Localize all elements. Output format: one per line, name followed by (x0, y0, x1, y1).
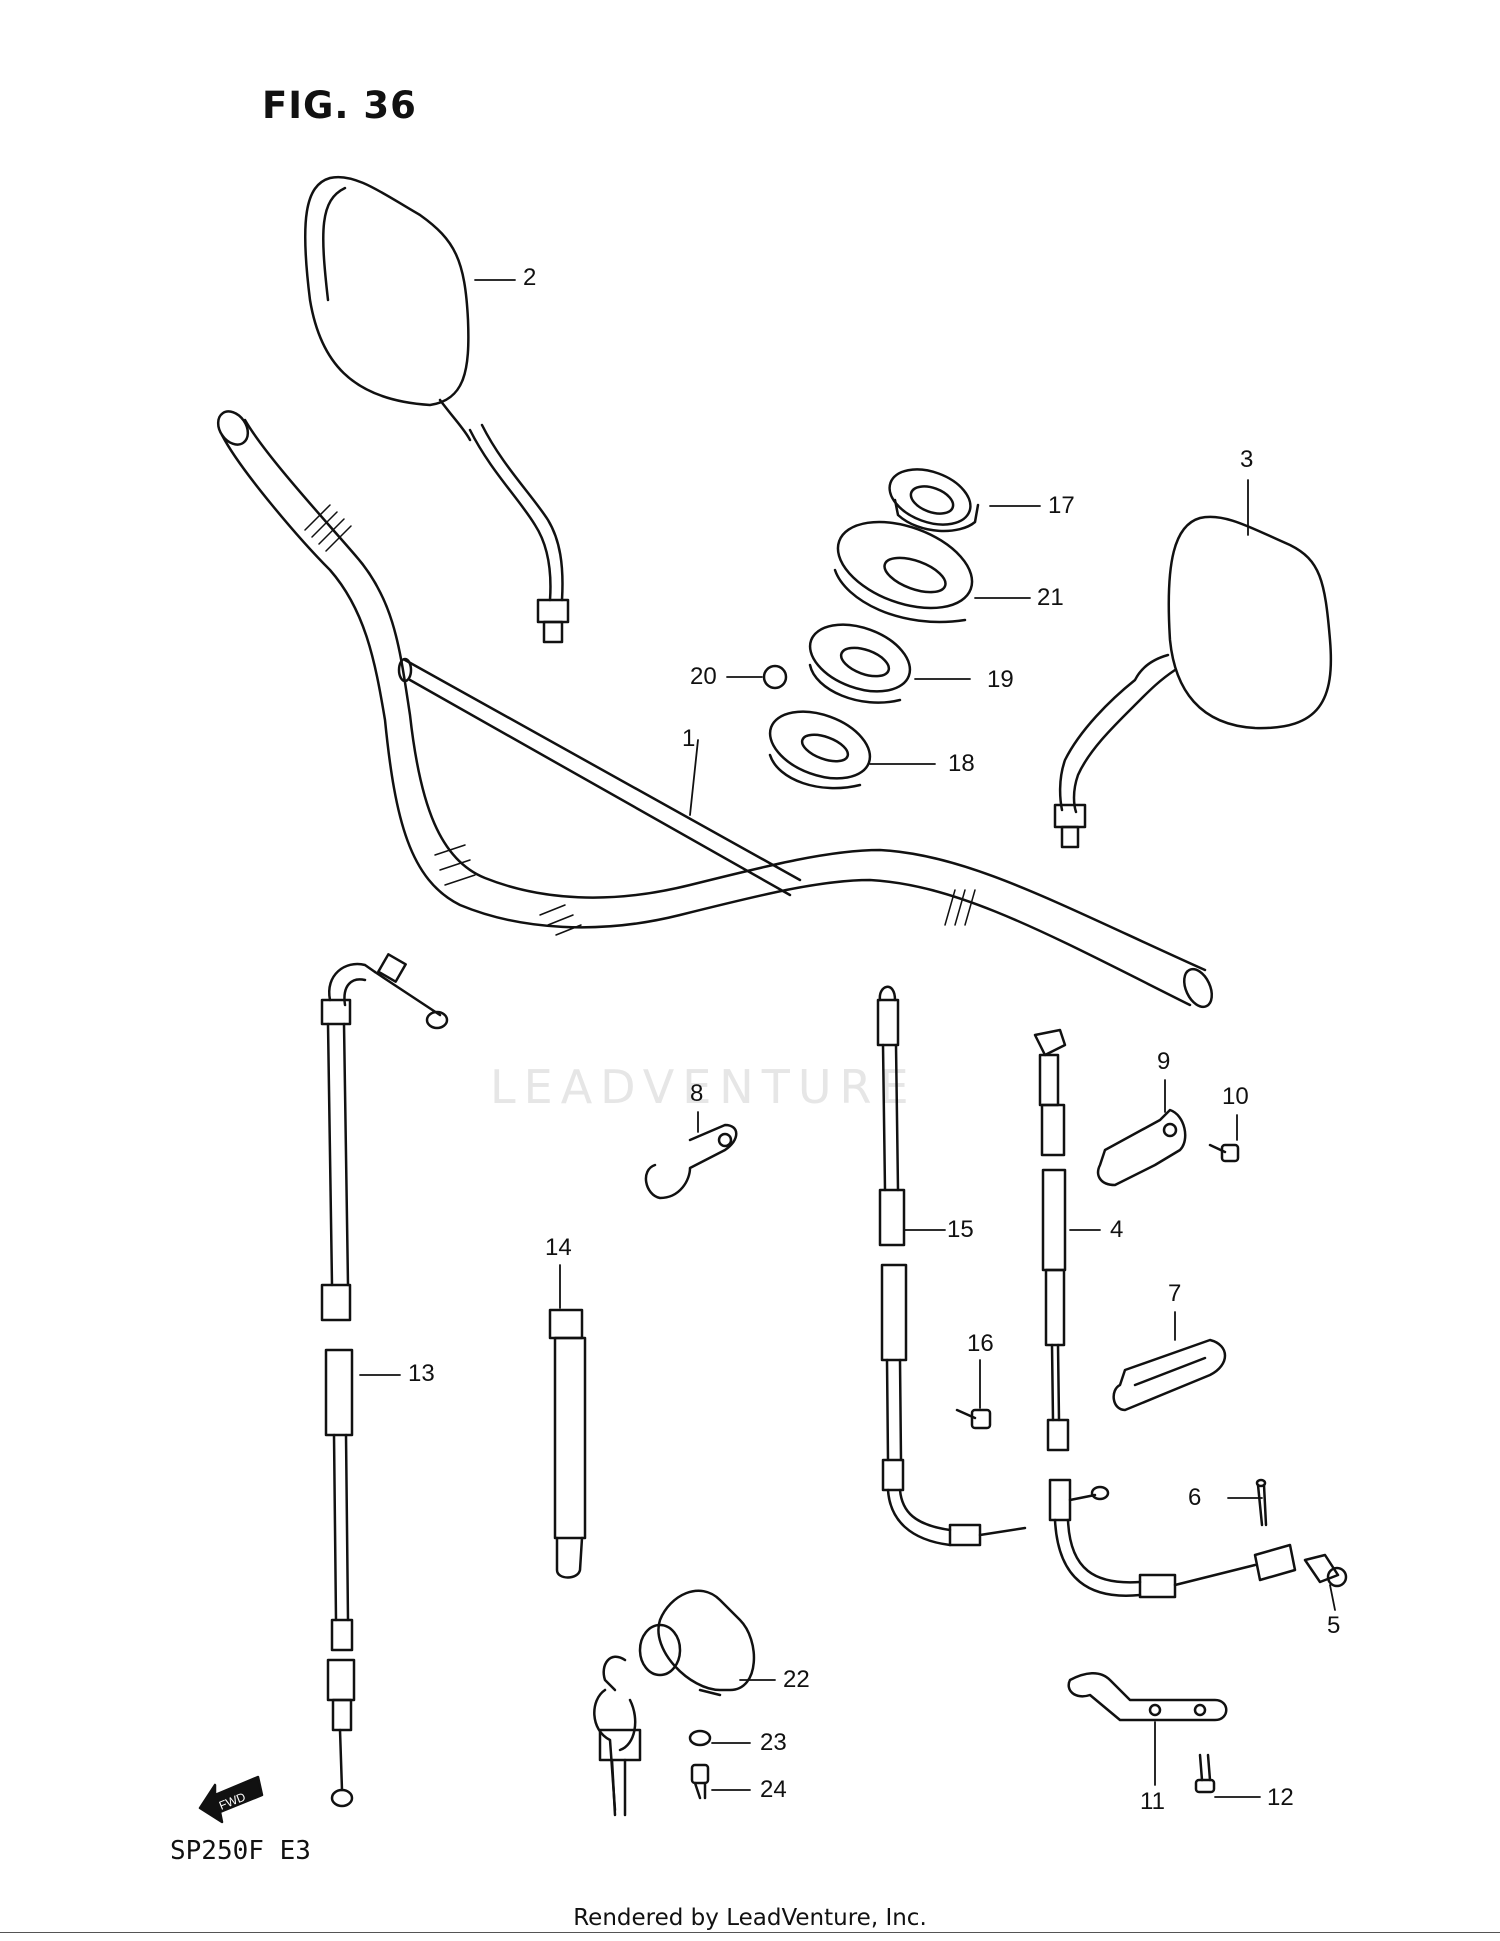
callout-1: 1 (682, 725, 696, 752)
watermark: LEADVENTURE (490, 1060, 917, 1114)
cushion-19 (808, 623, 912, 704)
callout-11: 11 (1140, 1788, 1165, 1815)
footer-credit: Rendered by LeadVenture, Inc. (573, 1905, 927, 1931)
model-code: SP250F E3 (170, 1836, 311, 1866)
callout-23: 23 (760, 1729, 787, 1756)
callout-20: 20 (690, 663, 717, 690)
screw-24 (690, 1763, 710, 1800)
bracket-7 (1112, 1338, 1227, 1412)
bracket-9 (1096, 1108, 1187, 1187)
screw-10 (1208, 1143, 1240, 1163)
callout-5: 5 (1327, 1612, 1341, 1639)
callout-6: 6 (1188, 1484, 1202, 1511)
callout-18: 18 (948, 750, 975, 777)
callout-24: 24 (760, 1776, 787, 1803)
mirror-right (1053, 515, 1333, 849)
nut-5 (1303, 1553, 1348, 1588)
washer-23 (688, 1729, 712, 1747)
rubber-cushion-21 (833, 520, 974, 624)
callout-10: 10 (1222, 1083, 1249, 1110)
callout-2: 2 (523, 264, 537, 291)
callout-4: 4 (1110, 1216, 1124, 1243)
callout-16: 16 (967, 1330, 994, 1357)
cable-band (548, 1308, 587, 1579)
callout-17: 17 (1048, 492, 1075, 519)
clamp-nut-17 (888, 468, 980, 533)
figure-title: FIG. 36 (262, 84, 417, 127)
cushion-18 (768, 710, 872, 790)
cable-4 (1033, 1028, 1297, 1599)
callout-7: 7 (1168, 1280, 1182, 1307)
bracket-11 (1067, 1672, 1228, 1722)
screw-12 (1194, 1753, 1216, 1794)
ball-20 (762, 664, 788, 690)
callout-9: 9 (1157, 1048, 1171, 1075)
throttle-cable (320, 953, 449, 1808)
callout-12: 12 (1267, 1784, 1294, 1811)
clamp-8 (644, 1123, 738, 1200)
callout-3: 3 (1240, 446, 1254, 473)
callout-15: 15 (947, 1216, 974, 1243)
leader-lines (359, 279, 1336, 1798)
footer-divider (0, 1932, 1500, 1933)
callout-21: 21 (1037, 584, 1064, 611)
mirror-left (303, 175, 570, 644)
clutch-cable (876, 985, 1027, 1547)
fwd-arrow-icon: FWD (198, 1775, 264, 1824)
callout-13: 13 (408, 1360, 435, 1387)
callout-14: 14 (545, 1234, 572, 1261)
screw-16 (955, 1408, 992, 1430)
callout-19: 19 (987, 666, 1014, 693)
callout-22: 22 (783, 1666, 810, 1693)
pin-6 (1255, 1478, 1268, 1527)
ignition-switch (593, 1589, 756, 1817)
handlebar (216, 410, 1214, 1009)
callout-8: 8 (690, 1080, 704, 1107)
